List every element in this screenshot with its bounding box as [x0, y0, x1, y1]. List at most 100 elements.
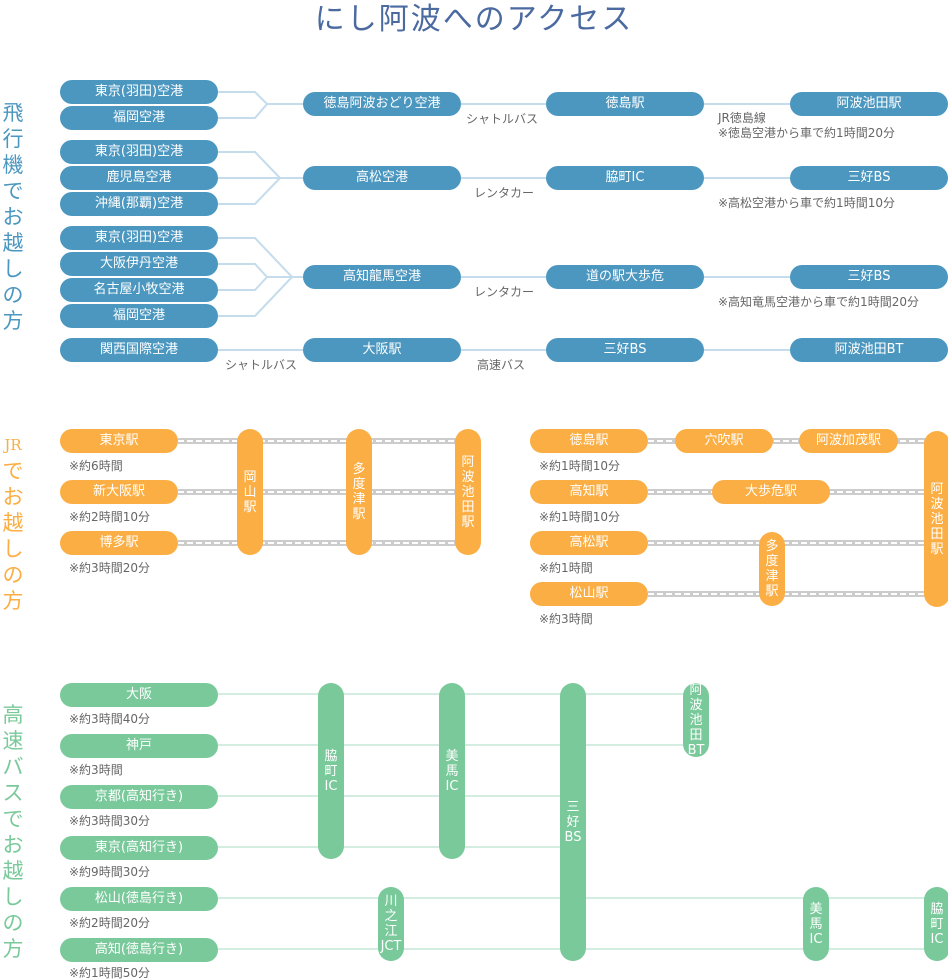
stop-station[interactable]: 穴吹駅	[675, 429, 773, 453]
heading-char: 方	[2, 589, 24, 613]
travel-time-note: ※徳島空港から車で約1時間20分	[718, 126, 895, 140]
origin-airport[interactable]: 沖縄(那覇)空港	[60, 192, 218, 216]
label-char: 好	[566, 814, 580, 830]
transfer-station[interactable]: 徳島駅	[546, 92, 704, 116]
label-char: 波	[461, 469, 475, 485]
label-char: 田	[461, 499, 475, 515]
label-char: 江	[384, 924, 398, 939]
label-char: 美	[809, 901, 823, 917]
transport-mode: レンタカー	[474, 285, 535, 299]
heading-char: 飛	[2, 101, 24, 125]
origin-airport[interactable]: 名古屋小牧空港	[60, 278, 218, 302]
label-char: 多	[765, 539, 779, 554]
origin-airport[interactable]: 東京(羽田)空港	[60, 140, 218, 164]
label-char: 岡	[243, 469, 257, 485]
origin-airport[interactable]: 東京(羽田)空港	[60, 80, 218, 104]
origin-city[interactable]: 大阪	[60, 683, 218, 707]
heading-char: の	[2, 563, 24, 587]
stop-station[interactable]: 阿波加茂駅	[799, 429, 898, 453]
transfer-point[interactable]: 脇町IC	[546, 166, 704, 190]
origin-city[interactable]: 高知(徳島行き)	[60, 938, 218, 962]
travel-time-note: ※約6時間	[69, 459, 123, 473]
destination[interactable]: 阿波池田駅	[790, 92, 948, 116]
label-char: 池	[689, 712, 703, 728]
air-connector	[218, 177, 281, 205]
transfer-point[interactable]: 三好BS	[546, 338, 704, 362]
origin-station[interactable]: 新大阪駅	[60, 480, 178, 504]
origin-station[interactable]: 博多駅	[60, 531, 178, 555]
travel-time-note: ※約9時間30分	[69, 865, 150, 879]
hub-airport[interactable]: 徳島阿波おどり空港	[303, 92, 461, 116]
origin-airport[interactable]: 大阪伊丹空港	[60, 252, 218, 276]
transfer-station-tadotsu[interactable]: 多度津駅	[759, 532, 785, 606]
origin-airport[interactable]: 関西国際空港	[60, 338, 218, 362]
origin-airport[interactable]: 鹿児島空港	[60, 166, 218, 190]
label-char: 馬	[809, 916, 823, 932]
travel-time-note: ※約3時間	[539, 612, 593, 626]
label-char: 度	[765, 554, 779, 569]
origin-city[interactable]: 松山(徳島行き)	[60, 887, 218, 911]
origin-station[interactable]: 松山駅	[530, 582, 648, 606]
travel-time-note: ※約1時間10分	[539, 459, 620, 473]
label-char: 駅	[930, 541, 944, 557]
origin-station[interactable]: 徳島駅	[530, 429, 648, 453]
air-connector	[218, 276, 293, 317]
transfer-point[interactable]: 道の駅大歩危	[546, 265, 704, 289]
origin-airport[interactable]: 東京(羽田)空港	[60, 226, 218, 250]
heading-char: お	[2, 833, 24, 857]
label-char: 之	[384, 909, 398, 924]
travel-time-note: ※約2時間20分	[69, 916, 150, 930]
label-char: IC	[930, 931, 944, 947]
bus-section-heading: 高速バスでお越しの方	[2, 702, 26, 962]
heading-char: の	[2, 911, 24, 935]
origin-station[interactable]: 高松駅	[530, 531, 648, 555]
heading-char: し	[2, 257, 24, 281]
label-char: JCT	[380, 939, 402, 954]
label-char: IC	[324, 778, 338, 794]
station-label: 多度津駅	[352, 462, 365, 522]
air-connector	[218, 151, 303, 179]
destination[interactable]: 三好BS	[790, 166, 948, 190]
destination-station-ikeda[interactable]: 阿波池田駅	[924, 431, 948, 607]
origin-station[interactable]: 高知駅	[530, 480, 648, 504]
transfer-station-okayama[interactable]: 岡山駅	[237, 429, 263, 555]
label-char: 駅	[243, 499, 257, 515]
transfer-station-tadotsu[interactable]: 多度津駅	[346, 429, 372, 555]
hub-airport[interactable]: 高松空港	[303, 166, 461, 190]
heading-char: で	[2, 459, 24, 483]
label-char: 多	[352, 462, 366, 477]
travel-time-note: ※約3時間20分	[69, 561, 150, 575]
heading-char: 速	[2, 729, 24, 753]
origin-airport[interactable]: 福岡空港	[60, 304, 218, 328]
origin-city[interactable]: 東京(高知行き)	[60, 836, 218, 860]
travel-time-note: ※高松空港から車で約1時間10分	[718, 196, 895, 210]
origin-city[interactable]: 神戸	[60, 734, 218, 758]
label-char: 町	[930, 916, 944, 932]
heading-char: で	[2, 807, 24, 831]
stop-station[interactable]: 大歩危駅	[712, 480, 830, 504]
hub-airport[interactable]: 高知龍馬空港	[303, 265, 461, 289]
origin-station[interactable]: 東京駅	[60, 429, 178, 453]
label-char: 田	[930, 526, 944, 542]
destination-station-ikeda[interactable]: 阿波池田駅	[455, 429, 481, 555]
origin-city[interactable]: 京都(高知行き)	[60, 785, 218, 809]
transport-mode: レンタカー	[474, 186, 535, 200]
destination[interactable]: 三好BS	[790, 265, 948, 289]
origin-airport[interactable]: 福岡空港	[60, 106, 218, 130]
destination[interactable]: 阿波池田BT	[790, 338, 948, 362]
transfer-station[interactable]: 大阪駅	[303, 338, 461, 362]
travel-time-note: ※約3時間	[69, 763, 123, 777]
air-connector	[218, 263, 292, 278]
